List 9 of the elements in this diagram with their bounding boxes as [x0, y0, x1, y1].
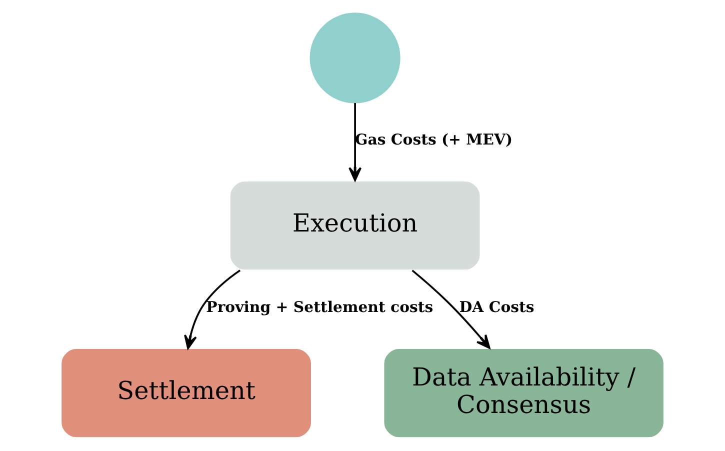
node-box: Execution: [229, 180, 481, 271]
edge-label: DA Costs: [459, 298, 534, 316]
edge-label: Proving + Settlement costs: [206, 298, 434, 316]
node-person: [310, 12, 400, 104]
arrow: [184, 270, 241, 350]
node-box: Data Availability / Consensus: [382, 348, 665, 438]
node-box: Settlement: [60, 348, 312, 438]
arrow: [412, 270, 490, 349]
arrow: [348, 103, 362, 182]
